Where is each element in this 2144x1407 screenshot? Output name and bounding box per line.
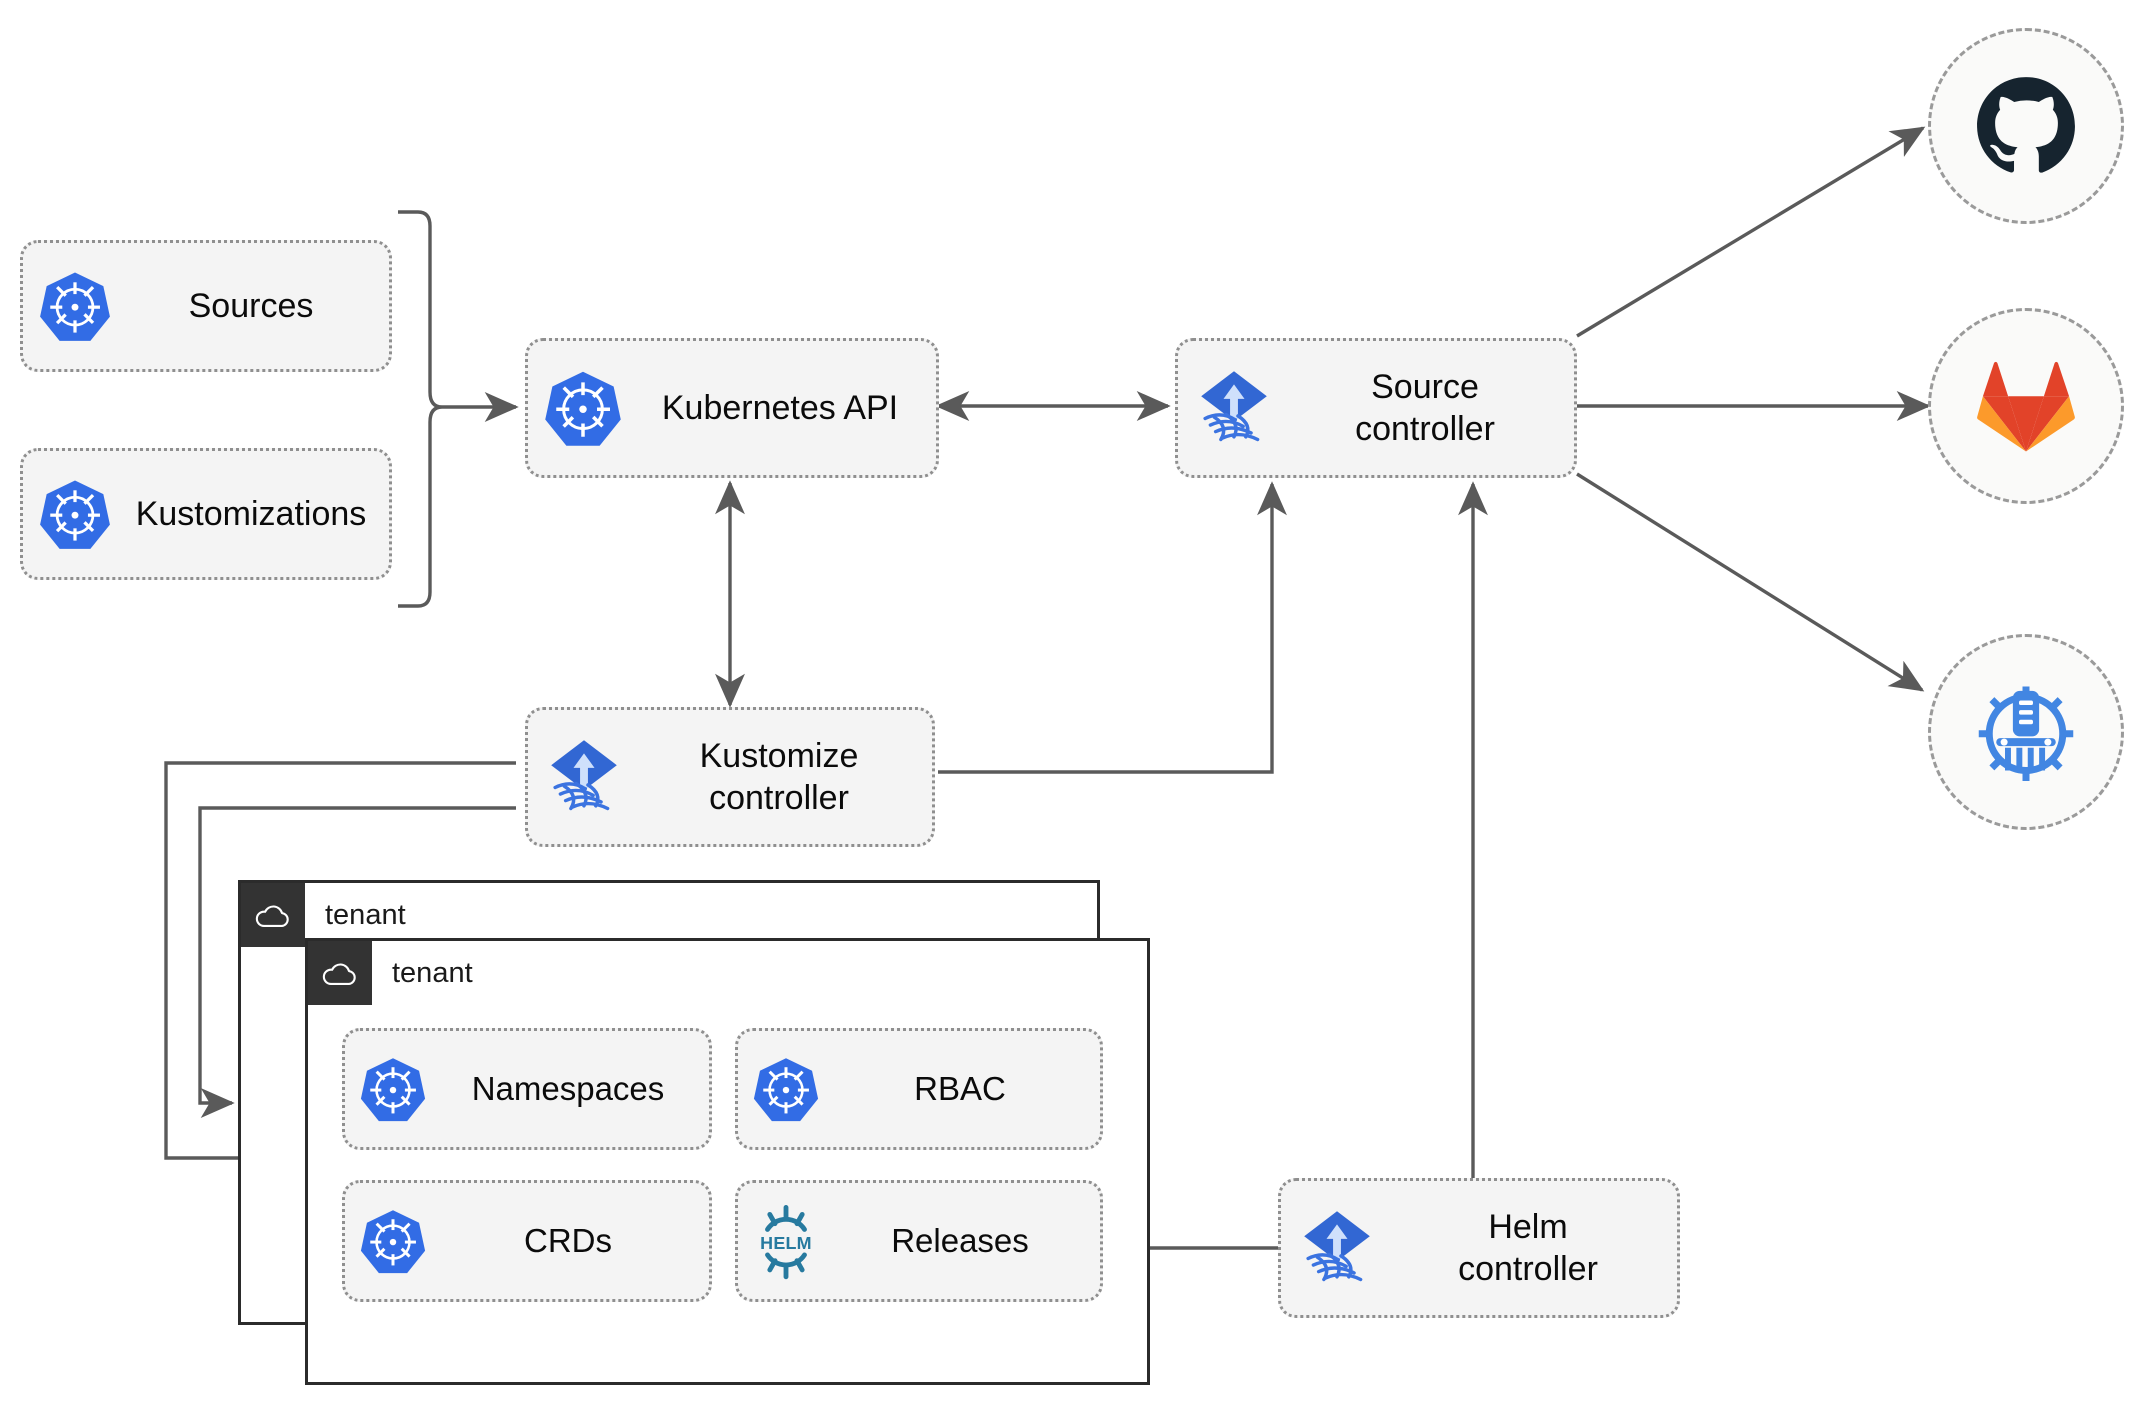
edge-source-to-github	[1576, 126, 1926, 338]
flux-icon	[1178, 366, 1290, 450]
brace-sources-group	[398, 210, 443, 608]
provider-github[interactable]	[1928, 28, 2124, 224]
node-label: Kubernetes API	[661, 388, 899, 427]
node-kustomize-controller[interactable]: Kustomize controller	[525, 707, 935, 847]
kubernetes-icon	[738, 1055, 834, 1123]
tenant-label: tenant	[392, 956, 473, 989]
tenant-label: tenant	[325, 898, 406, 931]
node-label: RBAC	[914, 1070, 1006, 1108]
provider-harbor[interactable]	[1928, 634, 2124, 830]
cloud-icon	[308, 941, 372, 1005]
node-label: Helm controller	[1458, 1207, 1598, 1289]
svg-text:HELM: HELM	[760, 1233, 812, 1253]
node-label: Sources	[188, 286, 314, 325]
kubernetes-icon	[23, 477, 127, 551]
cloud-icon	[241, 883, 305, 947]
kubernetes-icon	[345, 1207, 441, 1275]
tenant-container-front[interactable]: tenant	[305, 938, 1150, 1385]
flux-icon	[1281, 1206, 1393, 1290]
gitlab-icon	[1974, 357, 2078, 455]
edge-source-to-harbor	[1576, 472, 1925, 692]
github-icon	[1972, 72, 2080, 180]
node-namespaces[interactable]: Namespaces	[342, 1028, 712, 1150]
harbor-icon	[1970, 676, 2082, 788]
node-kubernetes-api[interactable]: Kubernetes API	[525, 338, 939, 478]
node-label: Releases	[891, 1222, 1029, 1260]
node-label: Kustomize controller	[699, 736, 859, 818]
node-label: Kustomizations	[135, 494, 367, 533]
kubernetes-icon	[528, 368, 638, 448]
kubernetes-icon	[345, 1055, 441, 1123]
provider-gitlab[interactable]	[1928, 308, 2124, 504]
node-releases[interactable]: HELM Releases	[735, 1180, 1103, 1302]
node-label: Source controller	[1355, 367, 1495, 449]
tenant-header: tenant	[308, 941, 473, 1005]
node-kustomizations[interactable]: Kustomizations	[20, 448, 392, 580]
node-source-controller[interactable]: Source controller	[1175, 338, 1577, 478]
node-label: CRDs	[524, 1222, 612, 1260]
node-crds[interactable]: CRDs	[342, 1180, 712, 1302]
helm-icon: HELM	[738, 1204, 834, 1280]
node-helm-controller[interactable]: Helm controller	[1278, 1178, 1680, 1318]
flux-icon	[528, 735, 640, 819]
edge-kustomize-to-source-controller	[938, 481, 1287, 774]
node-label: Namespaces	[471, 1070, 665, 1108]
node-rbac[interactable]: RBAC	[735, 1028, 1103, 1150]
node-sources[interactable]: Sources	[20, 240, 392, 372]
kubernetes-icon	[23, 269, 127, 343]
